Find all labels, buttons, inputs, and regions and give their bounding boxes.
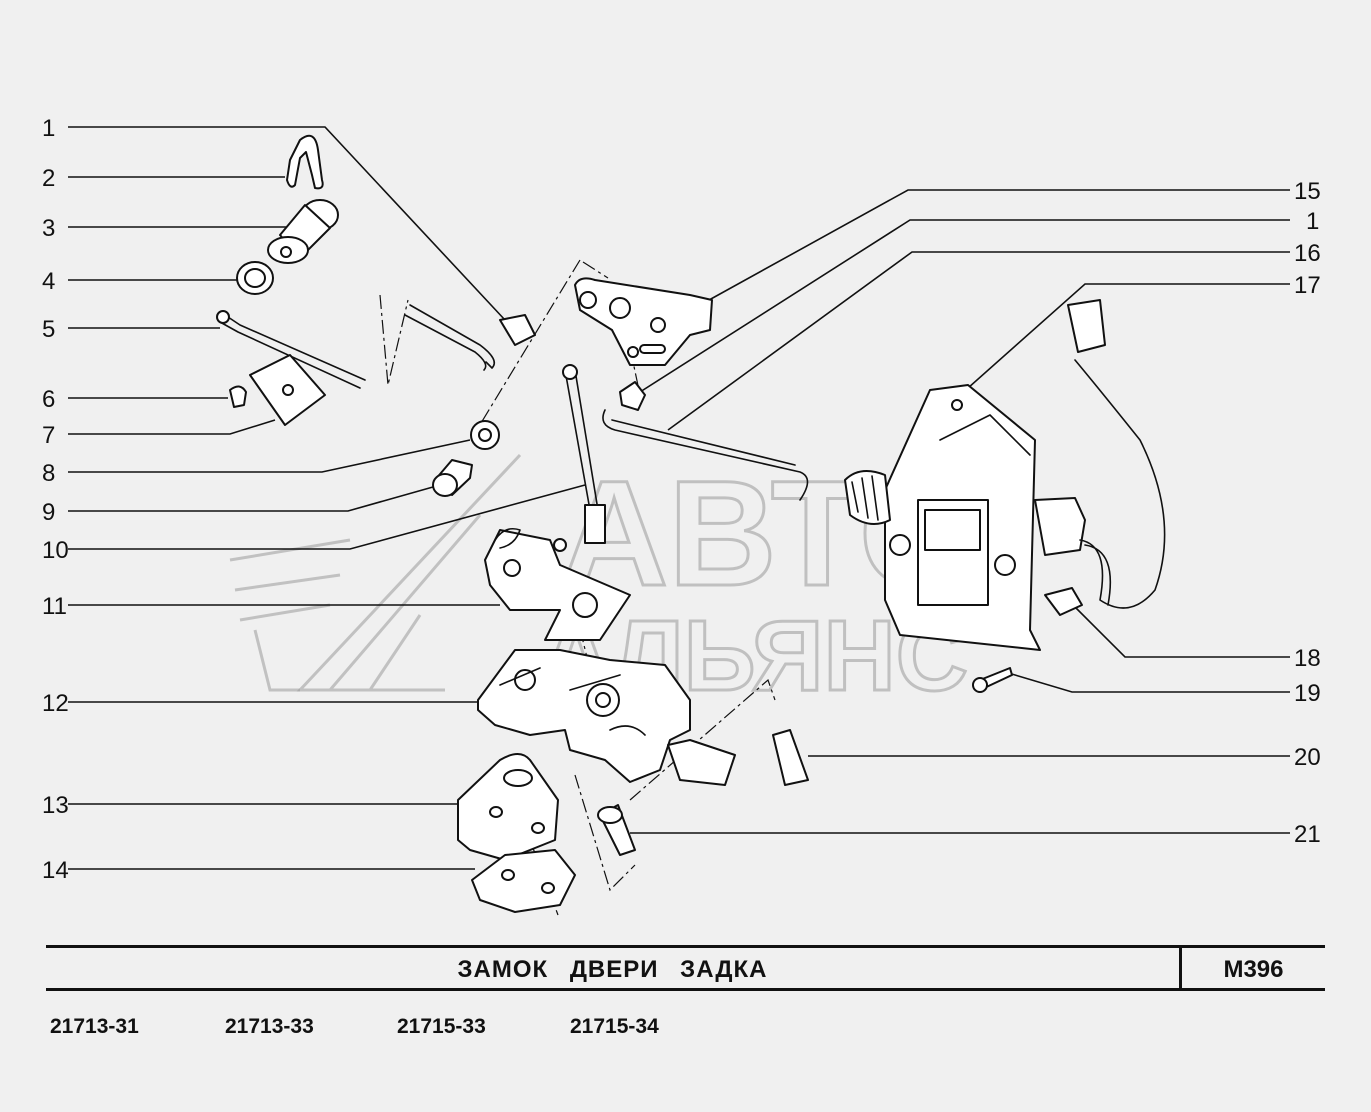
callouts-left: 1 2 3 4 5 6 7 8 9 10 11 12 13 14: [42, 115, 69, 884]
striker-plate: [471, 849, 576, 913]
callout-12: 12: [42, 690, 69, 717]
striker: [457, 753, 559, 861]
callout-6: 6: [42, 386, 55, 413]
leader-lines-left: [68, 126, 586, 870]
rod-eye: [216, 310, 230, 324]
harness-clip: [1044, 587, 1083, 616]
model-code: 21713-33: [225, 1015, 314, 1038]
countersunk-screw: [772, 729, 809, 786]
callout-9: 9: [42, 499, 55, 526]
callout-2: 2: [42, 165, 55, 192]
callout-11: 11: [42, 593, 67, 620]
gasket-ring-inner: [244, 268, 266, 288]
harness-connector: [1067, 299, 1106, 353]
callout-13: 13: [42, 792, 69, 819]
upper-rod: [404, 304, 496, 371]
sheet-code: М396: [1223, 956, 1284, 983]
callout-16: 16: [1294, 240, 1321, 267]
callout-5: 5: [42, 316, 55, 343]
small-clip: [229, 385, 247, 408]
callout-1: 1: [42, 115, 55, 142]
rod-clip-upper: [499, 314, 536, 346]
rod-clip-right: [619, 381, 646, 411]
spring-clip: [286, 134, 324, 190]
model-code: 21715-33: [397, 1015, 486, 1038]
title-bar: ЗАМОК ДВЕРИ ЗАДКА М396: [46, 945, 1325, 991]
title-divider: [1179, 948, 1182, 988]
callout-3: 3: [42, 215, 55, 242]
diagram-title: ЗАМОК ДВЕРИ ЗАДКА: [457, 956, 768, 983]
wiring-harness: [1074, 359, 1166, 609]
callout-8: 8: [42, 460, 55, 487]
model-code: 21713-31: [50, 1015, 139, 1038]
lock-link: [564, 369, 599, 511]
leader-lines-right: [630, 189, 1290, 834]
callout-17: 17: [1294, 272, 1321, 299]
lock-cylinder: [267, 199, 339, 264]
callouts-right: 15 1 16 17 18 19 20 21: [1294, 178, 1321, 848]
callout-7: 7: [42, 422, 55, 449]
lock-actuator: [844, 384, 1086, 651]
callout-18: 18: [1294, 645, 1321, 672]
callout-14: 14: [42, 857, 69, 884]
callout-21: 21: [1294, 821, 1321, 848]
actuator-rod: [602, 409, 809, 501]
callout-10: 10: [42, 537, 69, 564]
lever-bracket: [574, 277, 713, 366]
callout-20: 20: [1294, 744, 1321, 771]
lock-connector: [667, 739, 736, 786]
callout-1-right: 1: [1306, 208, 1319, 235]
callout-4: 4: [42, 268, 55, 295]
callout-15: 15: [1294, 178, 1321, 205]
callout-19: 19: [1294, 680, 1321, 707]
model-code: 21715-34: [570, 1015, 659, 1038]
